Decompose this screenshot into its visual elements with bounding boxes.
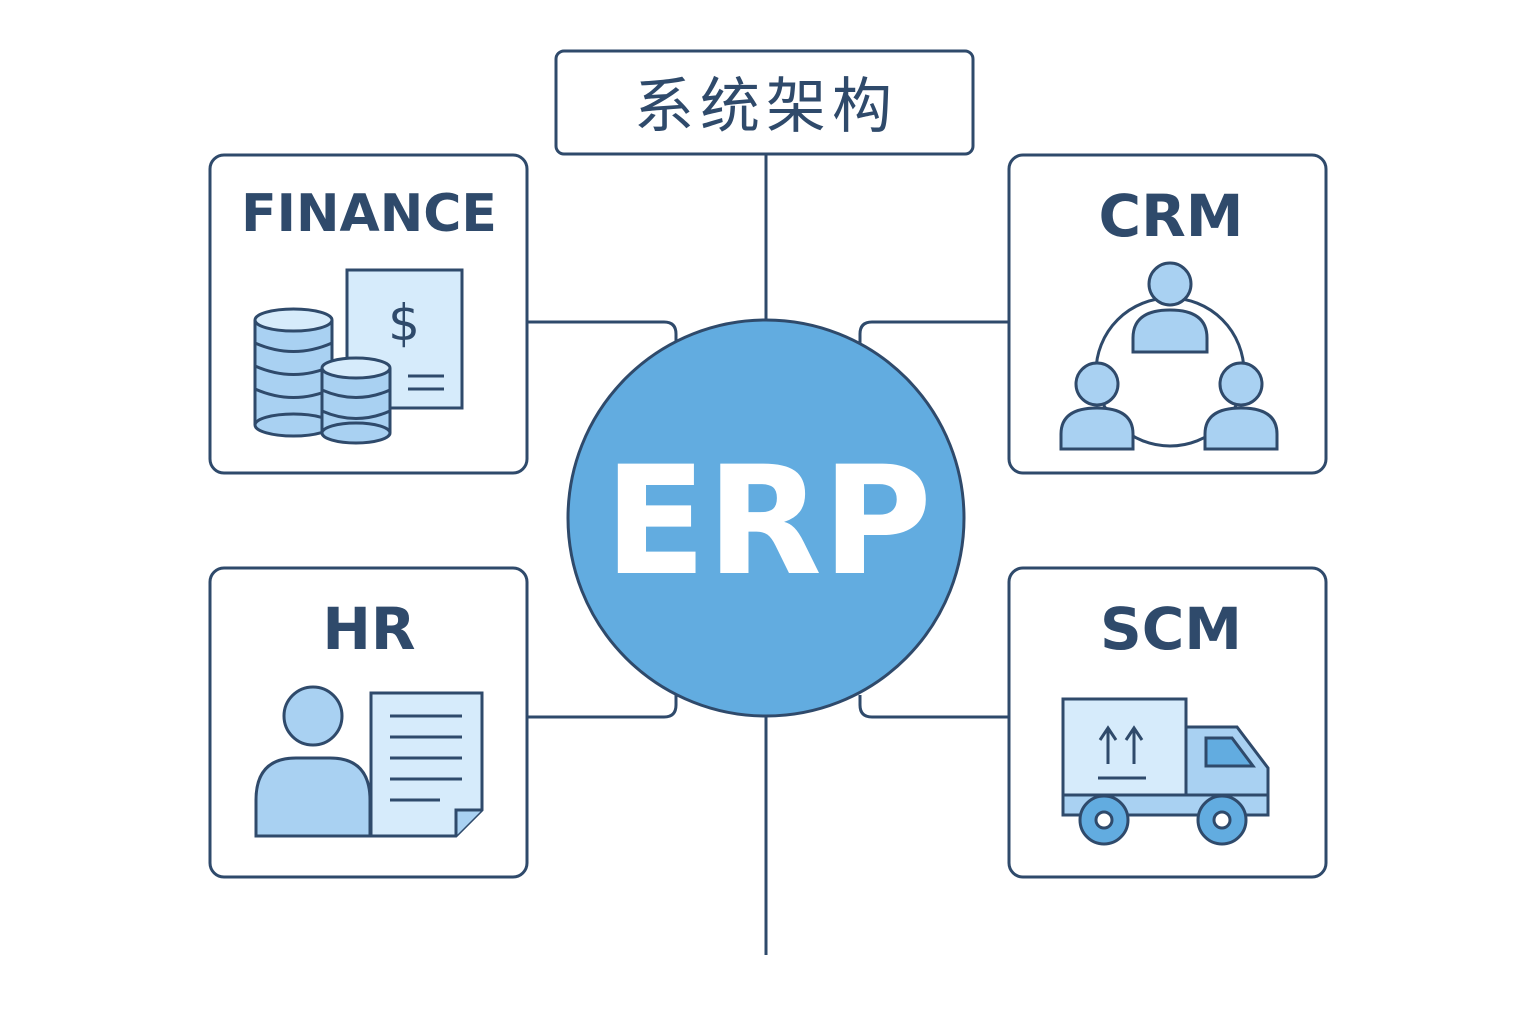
erp-hub: ERP xyxy=(566,318,966,718)
employee-document-icon xyxy=(254,685,484,838)
module-finance: FINANCE $ xyxy=(208,153,529,475)
connector-scm xyxy=(858,695,1008,719)
connectors xyxy=(528,155,1008,955)
scm-label: SCM xyxy=(1100,595,1242,663)
hr-label: HR xyxy=(322,595,415,663)
connector-crm xyxy=(858,320,1008,345)
customer-network-icon xyxy=(1059,261,1279,451)
crm-label: CRM xyxy=(1099,182,1244,250)
connector-hr xyxy=(528,695,678,719)
diagram-title: 系统架构 xyxy=(634,72,898,142)
coins-invoice-icon: $ xyxy=(253,268,464,445)
title-box: 系统架构 xyxy=(554,49,975,156)
finance-label: FINANCE xyxy=(241,184,497,244)
svg-text:$: $ xyxy=(388,294,420,352)
module-scm: SCM xyxy=(1007,566,1328,879)
connector-finance xyxy=(528,320,678,345)
module-crm: CRM xyxy=(1007,153,1328,475)
delivery-truck-icon xyxy=(1061,697,1270,846)
module-hr: HR xyxy=(208,566,529,879)
erp-label: ERP xyxy=(604,435,932,609)
